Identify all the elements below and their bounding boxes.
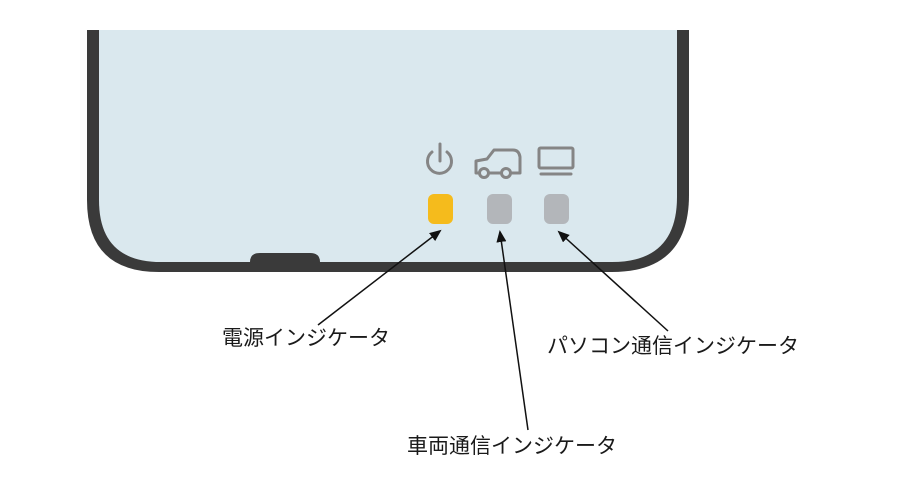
monitor-icon bbox=[537, 146, 575, 176]
vehicle-comm-indicator-label: 車両通信インジケータ bbox=[407, 434, 617, 458]
vehicle-comm-indicator-led bbox=[487, 194, 512, 224]
pc-comm-indicator-arrow bbox=[557, 230, 669, 332]
pc-comm-indicator-led bbox=[544, 194, 569, 224]
pc-comm-indicator-label: パソコン通信インジケータ bbox=[547, 334, 799, 358]
car-icon bbox=[474, 148, 522, 179]
power-indicator-led bbox=[428, 194, 453, 224]
power-indicator-arrow bbox=[317, 229, 442, 326]
device-notch bbox=[250, 253, 320, 266]
vehicle-comm-indicator-arrow bbox=[496, 230, 529, 431]
power-indicator-label: 電源インジケータ bbox=[222, 326, 390, 350]
device-face bbox=[99, 30, 677, 262]
power-icon bbox=[426, 142, 453, 175]
